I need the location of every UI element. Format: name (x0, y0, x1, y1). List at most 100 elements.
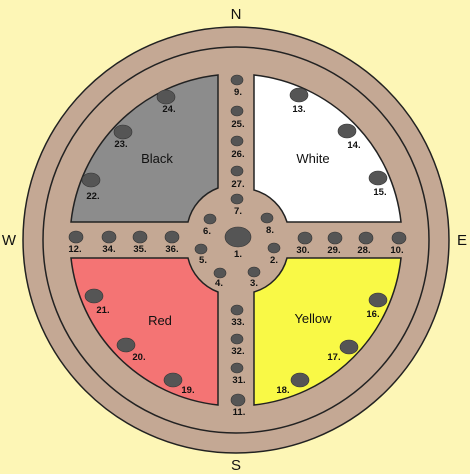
stone-shape (368, 170, 388, 186)
stone-label: 4. (215, 278, 223, 289)
stone-label: 12. (68, 244, 81, 255)
stone-shape (230, 333, 244, 345)
stone-33: 33. (230, 304, 245, 328)
stone-label: 25. (231, 119, 244, 130)
stone-label: 35. (133, 244, 146, 255)
stone-label: 6. (203, 226, 211, 237)
stone-17: 17. (327, 339, 359, 363)
stone-shape (230, 393, 246, 407)
stone-18: 18. (276, 372, 310, 396)
stone-23: 23. (113, 124, 133, 150)
stone-27: 27. (230, 165, 245, 190)
direction-north: N (231, 6, 242, 23)
stone-shape (68, 230, 84, 244)
stone-shape (224, 226, 252, 248)
stone-20: 20. (116, 337, 146, 363)
stone-label: 16. (366, 309, 379, 320)
quadrant-label-yellow: Yellow (294, 311, 332, 326)
quadrant-white (253, 74, 402, 223)
stone-shape (101, 230, 117, 244)
stone-label: 31. (232, 375, 245, 386)
stone-label: 30. (296, 245, 309, 256)
stone-shape (84, 288, 104, 304)
stone-5: 5. (194, 243, 208, 266)
stone-shape (391, 231, 407, 245)
stone-label: 22. (86, 191, 99, 202)
quadrant-label-white: White (296, 151, 329, 166)
stone-label: 1. (234, 249, 242, 260)
stone-35: 35. (132, 230, 148, 255)
stone-shape (163, 372, 183, 388)
stone-36: 36. (164, 230, 180, 255)
stone-4: 4. (213, 267, 227, 289)
stone-label: 34. (102, 244, 115, 255)
stone-shape (337, 123, 357, 139)
stone-shape (297, 231, 313, 245)
stone-shape (194, 243, 208, 255)
stone-shape (327, 231, 343, 245)
stone-label: 11. (233, 407, 246, 418)
stone-28: 28. (357, 231, 374, 256)
quadrant-label-black: Black (141, 151, 173, 166)
stone-32: 32. (230, 333, 245, 357)
stone-9: 9. (230, 74, 244, 98)
stone-shape (213, 267, 227, 279)
stone-label: 3. (250, 278, 258, 289)
stone-label: 2. (270, 255, 278, 266)
stone-2: 2. (267, 242, 281, 266)
stone-shape (230, 193, 244, 205)
stone-label: 32. (231, 346, 244, 357)
stone-label: 29. (327, 245, 340, 256)
stone-label: 36. (165, 244, 178, 255)
stone-label: 7. (234, 206, 242, 217)
stone-shape (230, 362, 244, 374)
stone-label: 20. (132, 352, 145, 363)
stone-8: 8. (260, 212, 274, 236)
stone-shape (290, 372, 310, 388)
stone-label: 18. (276, 385, 289, 396)
stone-22: 22. (81, 172, 101, 202)
stone-shape (113, 124, 133, 140)
stone-21: 21. (84, 288, 110, 316)
stone-31: 31. (230, 362, 246, 386)
stone-label: 27. (231, 179, 244, 190)
stone-12: 12. (68, 230, 84, 255)
stone-19: 19. (163, 372, 195, 396)
stone-shape (358, 231, 374, 245)
stone-label: 5. (199, 255, 207, 266)
stone-13: 13. (289, 87, 309, 115)
stone-label: 13. (292, 104, 305, 115)
stone-shape (230, 165, 244, 177)
stone-label: 33. (231, 317, 244, 328)
stone-25: 25. (230, 105, 245, 130)
stone-34: 34. (101, 230, 117, 255)
stone-7: 7. (230, 193, 244, 217)
stone-29: 29. (327, 231, 343, 256)
direction-south: S (231, 457, 241, 474)
stone-14: 14. (337, 123, 361, 151)
stone-label: 23. (114, 139, 127, 150)
stones-layer: 1.2.3.4.5.6.7.8.9.10.11.12.13.14.15.16.1… (68, 74, 407, 418)
stone-shape (289, 87, 309, 103)
stone-shape (230, 74, 244, 86)
stone-shape (116, 337, 136, 353)
stone-label: 17. (327, 352, 340, 363)
stone-label: 28. (357, 245, 370, 256)
stone-15: 15. (368, 170, 388, 198)
stone-shape (81, 172, 101, 188)
stone-shape (267, 242, 281, 254)
stone-shape (230, 105, 244, 117)
stone-shape (339, 339, 359, 355)
stone-shape (247, 266, 261, 278)
stone-3: 3. (247, 266, 261, 289)
stone-shape (203, 213, 217, 225)
stone-label: 9. (234, 87, 242, 98)
quadrant-black (70, 74, 219, 223)
stone-shape (368, 292, 388, 308)
stone-label: 19. (181, 385, 194, 396)
stone-30: 30. (296, 231, 313, 256)
stone-11: 11. (230, 393, 246, 418)
stone-label: 15. (373, 187, 386, 198)
stone-1: 1. (224, 226, 252, 260)
